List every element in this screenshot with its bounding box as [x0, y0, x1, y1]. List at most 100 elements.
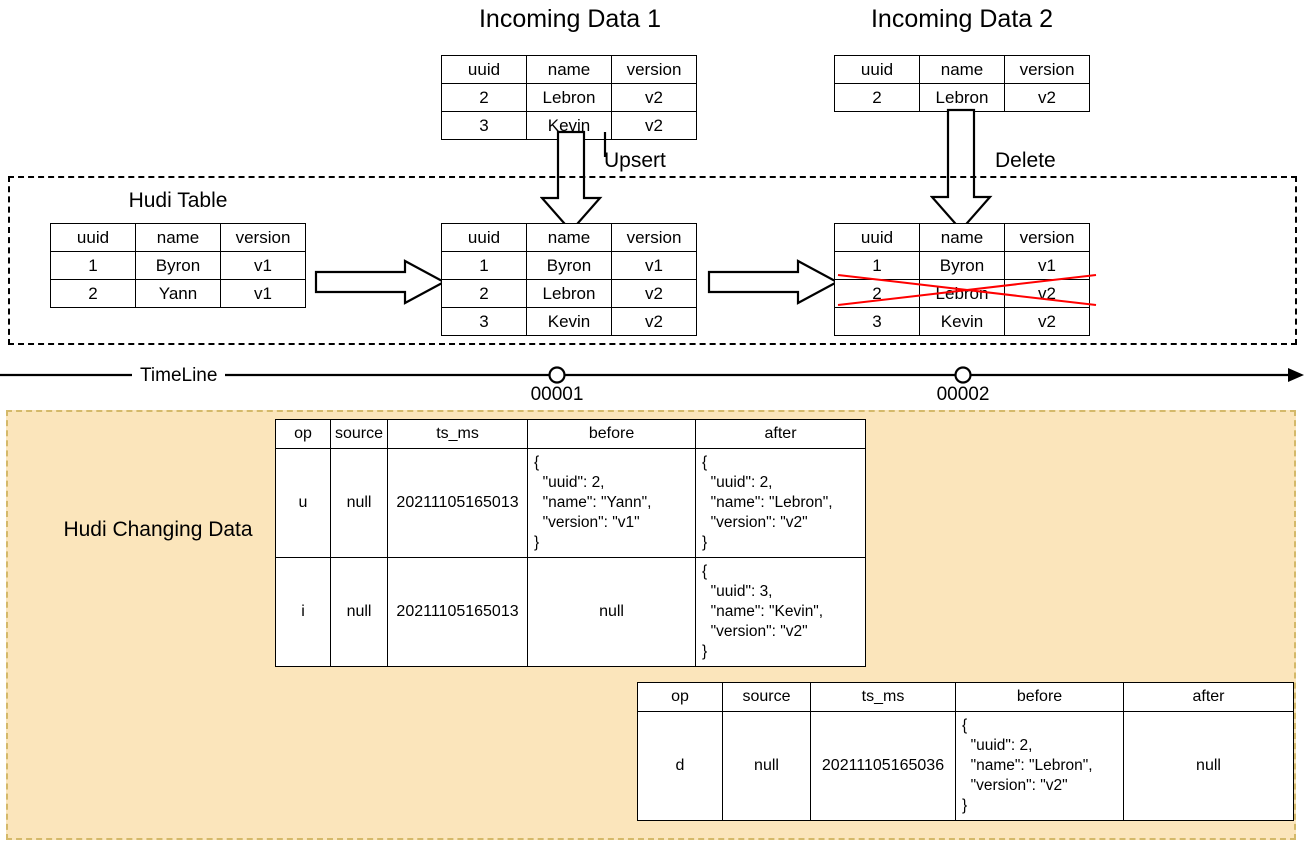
col-name: name	[526, 223, 612, 252]
cell-version: v1	[611, 251, 697, 280]
col-version: version	[1004, 223, 1090, 252]
col-before: before	[955, 682, 1124, 712]
cell-op: i	[275, 557, 331, 667]
cell-ts-ms: 20211105165036	[810, 711, 956, 821]
hudi-changing-data-label: Hudi Changing Data	[63, 518, 253, 541]
cell-uuid: 2	[441, 83, 527, 112]
col-before: before	[527, 419, 697, 449]
col-op: op	[275, 419, 331, 449]
table-row: 1 Byron v1	[50, 251, 306, 280]
table-header-row: uuid name version	[441, 55, 697, 84]
hudi-table-title: Hudi Table	[128, 189, 228, 212]
table-row-inserted: 3 Kevin v2	[441, 307, 697, 336]
cell-name: Byron	[919, 251, 1005, 280]
timeline-marker-00001: 00001	[530, 384, 584, 405]
cell-uuid: 2	[834, 279, 920, 308]
table-header-row: op source ts_ms before after	[275, 419, 867, 449]
cell-name: Lebron	[526, 279, 612, 308]
timeline-marker-00002: 00002	[936, 384, 990, 405]
upsert-label: Upsert	[604, 149, 666, 172]
col-name: name	[919, 55, 1005, 84]
cell-uuid: 2	[50, 279, 136, 308]
col-ts-ms: ts_ms	[810, 682, 956, 712]
transition-arrow-2	[707, 259, 840, 305]
incoming-data-2-table: uuid name version 2 Lebron v2	[834, 55, 1090, 112]
cdc-table-1-wrap: op source ts_ms before after u null 2021…	[275, 419, 867, 667]
cell-version: v2	[1004, 279, 1090, 308]
table-row: 1 Byron v1	[441, 251, 697, 280]
table-header-row: uuid name version	[834, 55, 1090, 84]
cell-name: Yann	[135, 279, 221, 308]
col-source: source	[722, 682, 811, 712]
cell-version: v1	[1004, 251, 1090, 280]
col-uuid: uuid	[834, 55, 920, 84]
col-uuid: uuid	[441, 223, 527, 252]
incoming-data-1-table: uuid name version 2 Lebron v2 3 Kevin v2	[441, 55, 697, 140]
incoming-data-1-table-wrap: uuid name version 2 Lebron v2 3 Kevin v2	[441, 55, 697, 140]
cell-uuid: 2	[834, 83, 920, 112]
col-uuid: uuid	[834, 223, 920, 252]
cell-name: Lebron	[526, 83, 612, 112]
cell-ts-ms: 20211105165013	[387, 448, 529, 558]
transition-arrow-1	[314, 259, 447, 305]
cell-version: v2	[1004, 307, 1090, 336]
cell-before: null	[527, 557, 697, 667]
cell-source: null	[329, 557, 389, 667]
col-uuid: uuid	[50, 223, 136, 252]
cell-name: Lebron	[919, 279, 1005, 308]
table-header-row: uuid name version	[441, 223, 697, 252]
table-row-updated: 2 Lebron v2	[441, 279, 697, 308]
hudi-table-after-upsert-wrap: uuid name version 1 Byron v1 2 Lebron v2…	[441, 223, 697, 336]
cell-name: Byron	[526, 251, 612, 280]
table-header-row: uuid name version	[834, 223, 1090, 252]
cell-before: { "uuid": 2, "name": "Lebron", "version"…	[955, 711, 1124, 821]
hudi-table-after-upsert: uuid name version 1 Byron v1 2 Lebron v2…	[441, 223, 697, 336]
col-version: version	[611, 223, 697, 252]
cell-uuid: 3	[441, 307, 527, 336]
timeline-label: TimeLine	[132, 364, 226, 387]
col-after: after	[695, 419, 867, 449]
cell-uuid: 3	[441, 111, 527, 140]
col-after: after	[1123, 682, 1294, 712]
cell-op: u	[275, 448, 331, 558]
table-row: 2 Lebron v2	[441, 83, 697, 112]
cell-name: Lebron	[919, 83, 1005, 112]
cdc-table-2: op source ts_ms before after d null 2021…	[637, 682, 1294, 821]
cell-version: v2	[611, 307, 697, 336]
col-name: name	[919, 223, 1005, 252]
cdc-table-1: op source ts_ms before after u null 2021…	[275, 419, 867, 667]
incoming-data-2-title: Incoming Data 2	[870, 5, 1054, 33]
col-name: name	[526, 55, 612, 84]
col-version: version	[220, 223, 306, 252]
table-row: 1 Byron v1	[834, 251, 1090, 280]
col-source: source	[329, 419, 389, 449]
col-version: version	[1004, 55, 1090, 84]
table-header-row: uuid name version	[50, 223, 306, 252]
cell-name: Kevin	[526, 307, 612, 336]
hudi-table-container	[8, 176, 1297, 345]
cell-after: { "uuid": 2, "name": "Lebron", "version"…	[695, 448, 867, 558]
cell-uuid: 3	[834, 307, 920, 336]
table-row: d null 20211105165036 { "uuid": 2, "name…	[637, 711, 1294, 821]
cell-uuid: 2	[441, 279, 527, 308]
cell-ts-ms: 20211105165013	[387, 557, 529, 667]
cell-version: v2	[611, 83, 697, 112]
table-row-deleted: 2 Lebron v2	[834, 279, 1090, 308]
cell-after: { "uuid": 3, "name": "Kevin", "version":…	[695, 557, 867, 667]
table-row: i null 20211105165013 null { "uuid": 3, …	[275, 557, 867, 667]
cell-source: null	[329, 448, 389, 558]
cell-source: null	[722, 711, 811, 821]
col-version: version	[611, 55, 697, 84]
col-uuid: uuid	[441, 55, 527, 84]
cell-uuid: 1	[441, 251, 527, 280]
table-row: 2 Lebron v2	[834, 83, 1090, 112]
incoming-data-2-table-wrap: uuid name version 2 Lebron v2	[834, 55, 1090, 112]
cell-uuid: 1	[834, 251, 920, 280]
upsert-down-arrow	[540, 130, 607, 233]
table-row: 2 Yann v1	[50, 279, 306, 308]
col-name: name	[135, 223, 221, 252]
hudi-table-after-delete: uuid name version 1 Byron v1 2 Lebron v2…	[834, 223, 1090, 336]
cell-version: v2	[1004, 83, 1090, 112]
col-ts-ms: ts_ms	[387, 419, 529, 449]
col-op: op	[637, 682, 723, 712]
